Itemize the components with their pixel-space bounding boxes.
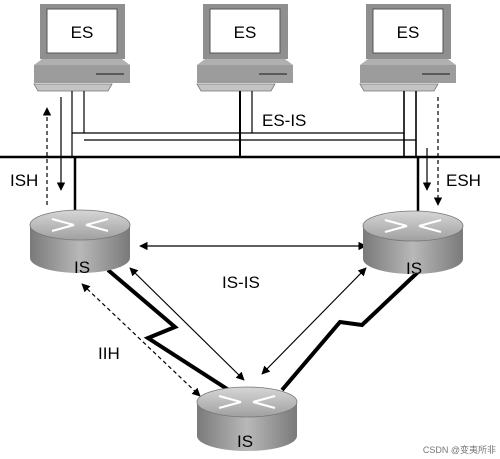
router-3: IS (196, 386, 298, 451)
router-2: IS (362, 210, 464, 278)
end-system-label: ES (71, 23, 94, 42)
wan-link-left (106, 268, 240, 398)
ish-label: ISH (10, 171, 38, 190)
end-system-label: ES (234, 23, 257, 42)
is-is-arrow-right (261, 267, 367, 375)
es-is-link (72, 132, 416, 141)
end-system-3: ES (359, 4, 456, 92)
wan-link-right (280, 270, 420, 392)
end-system-2: ES (196, 4, 293, 92)
es-is-label: ES-IS (262, 111, 306, 130)
end-system-1: ES (33, 4, 130, 92)
iih-arrow (81, 283, 201, 397)
watermark: CSDN @变夷所非 (423, 444, 496, 455)
router-1: IS (29, 209, 131, 277)
iih-label: IIH (98, 344, 120, 363)
is-is-label: IS-IS (222, 273, 260, 292)
router-label: IS (74, 258, 90, 277)
esh-label: ESH (446, 171, 481, 190)
router-label: IS (237, 432, 253, 451)
pc-cables (71, 91, 417, 157)
router-label: IS (406, 259, 422, 278)
end-system-label: ES (397, 23, 420, 42)
